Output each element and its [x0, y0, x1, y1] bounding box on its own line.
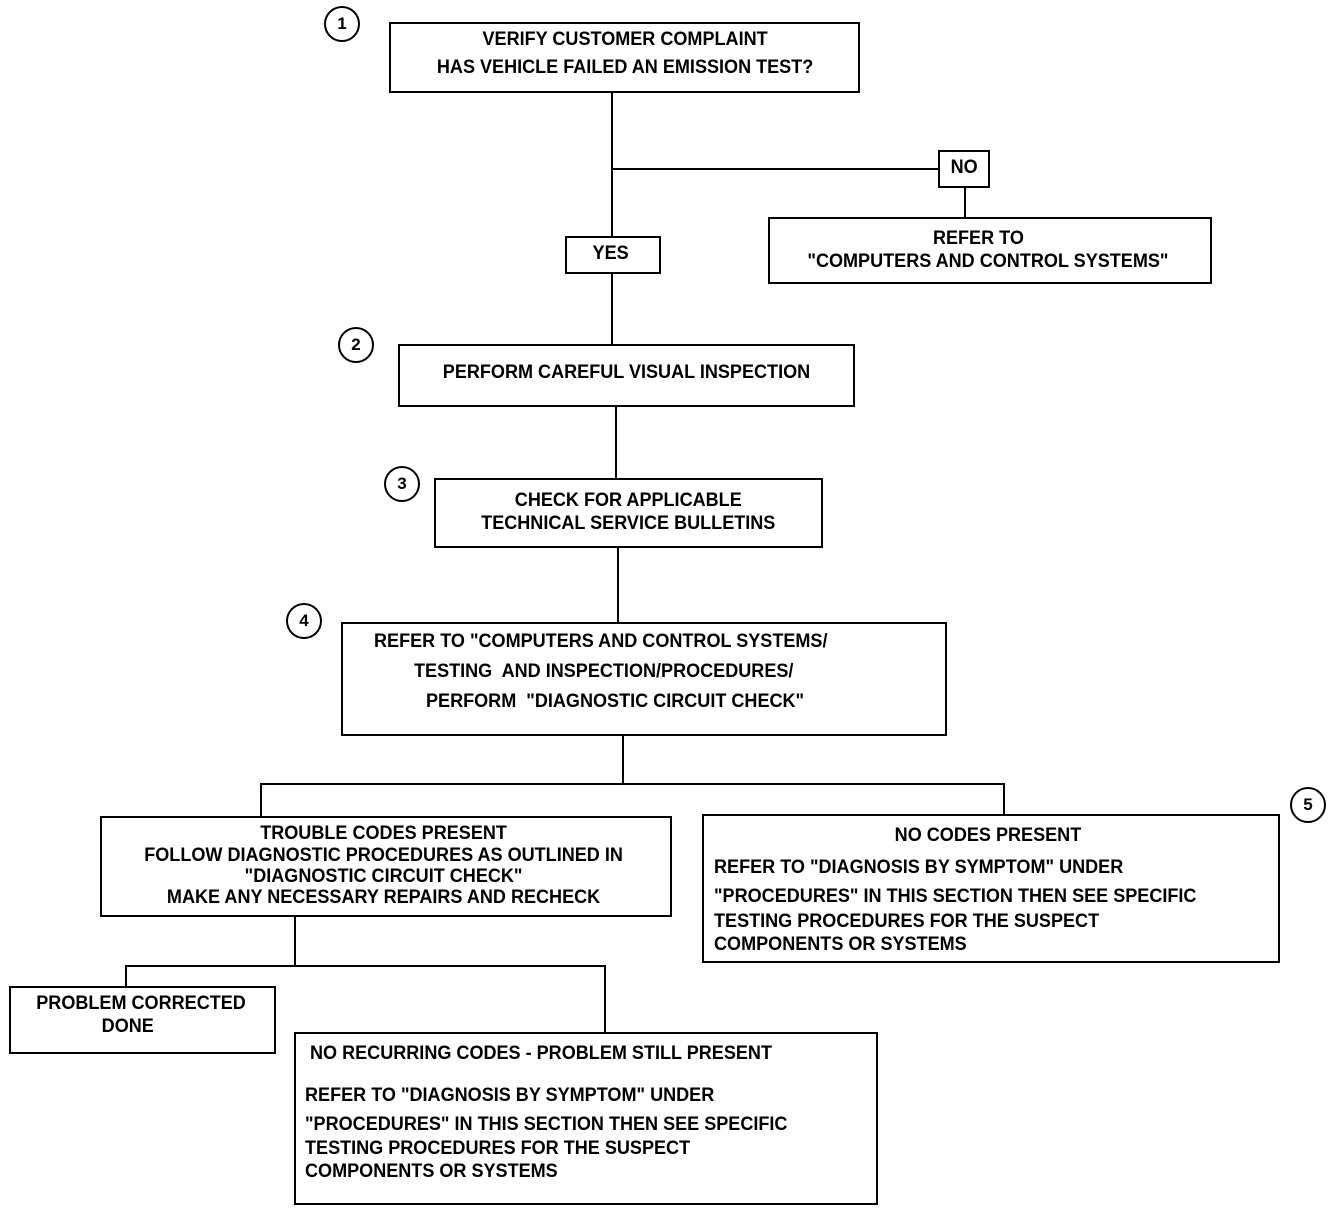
connector-line: [125, 965, 127, 987]
computers-systems-text: "COMPUTERS AND CONTROL SYSTEMS": [807, 251, 1169, 272]
connector-line: [294, 916, 296, 966]
problem-corrected-box: [9, 986, 276, 1054]
no-recurring-line-1: REFER TO "DIAGNOSIS BY SYMPTOM" UNDER: [305, 1085, 715, 1106]
no-codes-line-3: TESTING PROCEDURES FOR THE SUSPECT: [714, 911, 1100, 932]
connector-line: [615, 406, 617, 479]
refer-computers-box: [768, 217, 1212, 284]
connector-line: [260, 783, 1005, 785]
no-recurring-title: NO RECURRING CODES - PROBLEM STILL PRESE…: [310, 1043, 772, 1064]
no-recurring-line-3: TESTING PROCEDURES FOR THE SUSPECT: [305, 1138, 691, 1159]
no-codes-line-2: "PROCEDURES" IN THIS SECTION THEN SEE SP…: [714, 886, 1197, 907]
refer-to-text: REFER TO: [932, 228, 1024, 249]
trouble-codes-line-3: "DIAGNOSTIC CIRCUIT CHECK": [244, 866, 523, 887]
connector-line: [622, 735, 624, 784]
service-bulletins-box: [434, 478, 823, 548]
verify-complaint-text: VERIFY CUSTOMER COMPLAINT: [482, 29, 768, 50]
no-recurring-codes-box: [294, 1032, 878, 1205]
no-codes-title: NO CODES PRESENT: [894, 825, 1082, 846]
no-codes-box: [702, 814, 1280, 963]
no-label: NO: [950, 157, 978, 178]
step-number-4: 4: [286, 603, 322, 639]
trouble-codes-title: TROUBLE CODES PRESENT: [260, 823, 507, 844]
trouble-codes-box: [100, 816, 672, 917]
emission-test-question: HAS VEHICLE FAILED AN EMISSION TEST?: [436, 57, 814, 78]
diagnostic-check-line-3: PERFORM "DIAGNOSTIC CIRCUIT CHECK": [426, 691, 805, 712]
step-number-5: 5: [1290, 787, 1326, 823]
diagnostic-check-line-1: REFER TO "COMPUTERS AND CONTROL SYSTEMS/: [374, 631, 828, 652]
diagnostic-check-box: [341, 622, 947, 736]
connector-line: [1003, 783, 1005, 815]
check-applicable-text: CHECK FOR APPLICABLE: [514, 490, 742, 511]
step-number-1: 1: [324, 6, 360, 42]
step-number-3: 3: [384, 466, 420, 502]
no-codes-line-1: REFER TO "DIAGNOSIS BY SYMPTOM" UNDER: [714, 857, 1124, 878]
visual-inspection-text: PERFORM CAREFUL VISUAL INSPECTION: [442, 362, 811, 383]
step-number-2: 2: [338, 327, 374, 363]
connector-line: [611, 273, 613, 345]
connector-line: [260, 783, 262, 817]
connector-line: [125, 965, 606, 967]
no-recurring-line-2: "PROCEDURES" IN THIS SECTION THEN SEE SP…: [305, 1114, 788, 1135]
problem-corrected-text: PROBLEM CORRECTED: [36, 993, 246, 1014]
diagnostic-check-line-2: TESTING AND INSPECTION/PROCEDURES/: [414, 661, 794, 682]
trouble-codes-line-4: MAKE ANY NECESSARY REPAIRS AND RECHECK: [166, 887, 601, 908]
connector-line: [617, 547, 619, 624]
verify-complaint-box: [389, 22, 860, 93]
no-label-box: [938, 150, 990, 188]
no-codes-line-4: COMPONENTS OR SYSTEMS: [714, 934, 967, 955]
connector-line: [604, 965, 606, 1033]
connector-line: [964, 187, 966, 218]
technical-bulletins-text: TECHNICAL SERVICE BULLETINS: [481, 513, 776, 534]
done-text: DONE: [101, 1016, 154, 1037]
no-recurring-line-4: COMPONENTS OR SYSTEMS: [305, 1161, 558, 1182]
connector-line: [611, 92, 613, 237]
yes-label: YES: [592, 243, 629, 264]
trouble-codes-line-2: FOLLOW DIAGNOSTIC PROCEDURES AS OUTLINED…: [144, 845, 623, 866]
yes-label-box: [565, 236, 661, 274]
connector-line: [611, 168, 939, 170]
visual-inspection-box: [398, 344, 855, 407]
